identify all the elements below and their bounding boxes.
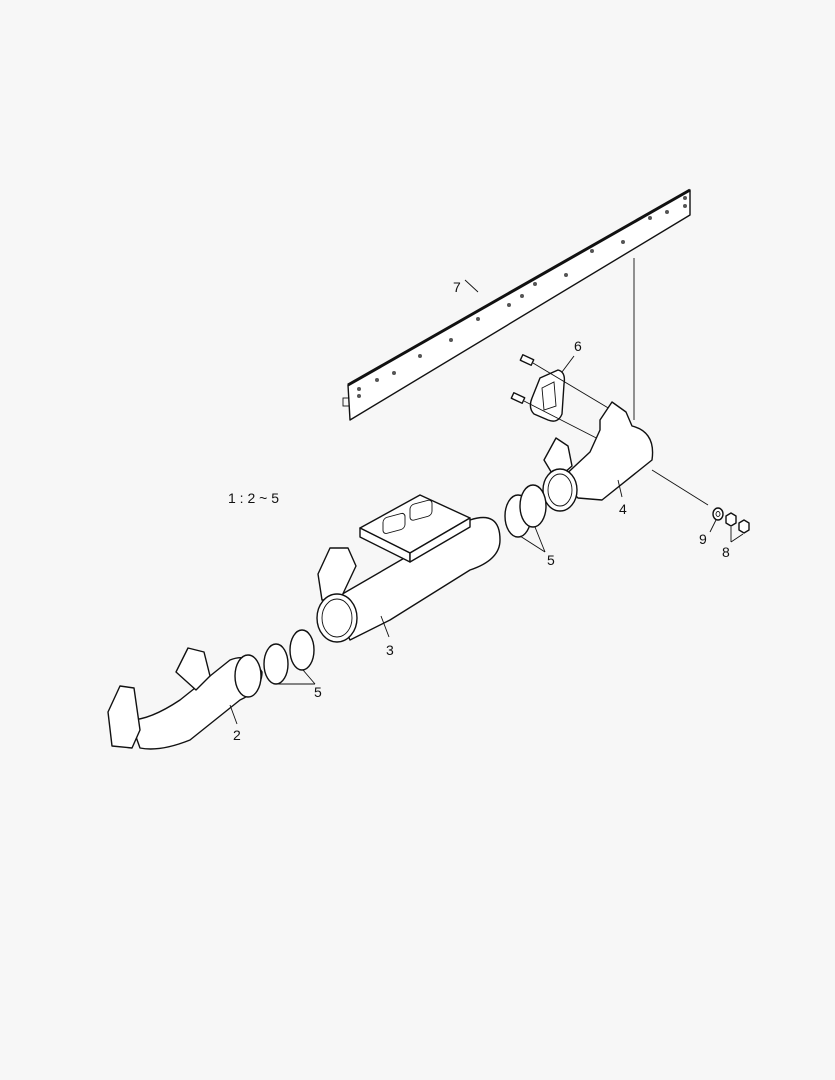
part-5-seal-rings-upper (504, 484, 547, 538)
part-6-gasket (510, 354, 621, 446)
part-7-heat-shield (342, 188, 691, 421)
part-3-center-pipe (316, 494, 501, 643)
part-9-washer (712, 507, 724, 521)
part-8-nuts (725, 512, 750, 534)
callout-5-upper: 5 (547, 552, 555, 568)
callout-6: 6 (574, 338, 582, 354)
part-4-exhaust-pipe (542, 401, 709, 512)
callout-3: 3 (386, 642, 394, 658)
callout-4: 4 (619, 501, 627, 517)
callout-7: 7 (453, 279, 461, 295)
callout-2: 2 (233, 727, 241, 743)
scale-note: 1 : 2 ~ 5 (228, 490, 279, 506)
callout-9: 9 (699, 531, 707, 547)
part-2-front-pipe (107, 647, 263, 750)
callout-5-lower: 5 (314, 684, 322, 700)
callout-8: 8 (722, 544, 730, 560)
part-5-seal-rings-lower (263, 629, 315, 685)
